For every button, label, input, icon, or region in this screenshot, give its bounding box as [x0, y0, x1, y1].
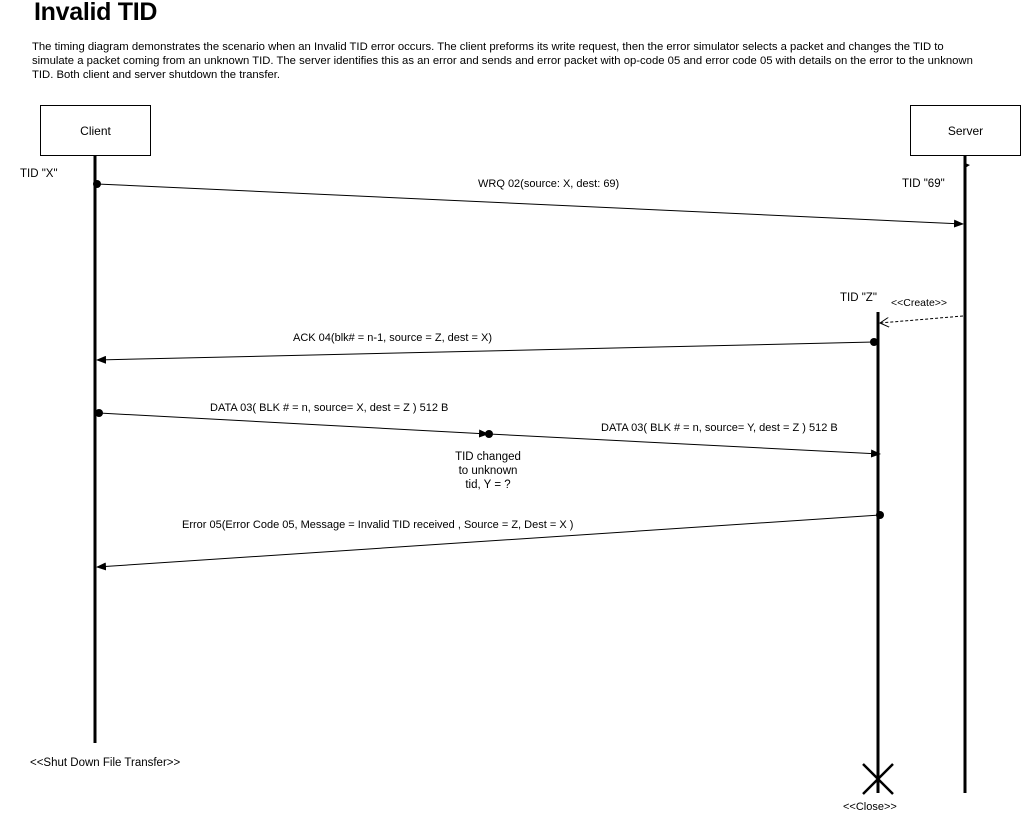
ack-arrow	[96, 341, 875, 364]
server-top-tick	[965, 163, 970, 168]
data-arrow-2	[488, 433, 881, 458]
description: The timing diagram demonstrates the scen…	[32, 41, 973, 81]
note-line-3: tid, Y = ?	[465, 479, 511, 491]
server-label: Server	[947, 123, 984, 138]
note-line-2: to unknown	[458, 465, 518, 477]
server-tid-label: TID "69"	[902, 178, 945, 190]
data-message-label-2: DATA 03( BLK # = n, source= Y, dest = Z …	[601, 422, 838, 434]
tid-change-note: TID changed to unknown tid, Y = ?	[438, 450, 538, 492]
server-box: Server	[910, 105, 1021, 156]
data-arrow-1	[98, 412, 489, 438]
client-label: Client	[80, 123, 111, 138]
close-cross-b	[862, 763, 894, 795]
create-arrow	[880, 315, 964, 323]
shutdown-stereotype: <<Shut Down File Transfer>>	[30, 757, 181, 769]
error-message-label: Error 05(Error Code 05, Message = Invali…	[182, 519, 574, 531]
page-title: Invalid TID	[34, 0, 158, 26]
error-arrow	[96, 514, 881, 571]
wrq-message-label: WRQ 02(source: X, dest: 69)	[478, 178, 620, 190]
wrq-arrow	[96, 183, 964, 228]
create-stereotype: <<Create>>	[891, 297, 948, 309]
note-line-1: TID changed	[455, 451, 521, 463]
data-message-label-1: DATA 03( BLK # = n, source= X, dest = Z …	[210, 402, 449, 414]
client-tid-label: TID "X"	[20, 168, 58, 180]
thread-tid-label: TID "Z"	[840, 292, 877, 304]
close-stereotype: <<Close>>	[843, 801, 897, 813]
client-box: Client	[40, 105, 151, 156]
ack-message-label: ACK 04(blk# = n-1, source = Z, dest = X)	[293, 332, 493, 344]
